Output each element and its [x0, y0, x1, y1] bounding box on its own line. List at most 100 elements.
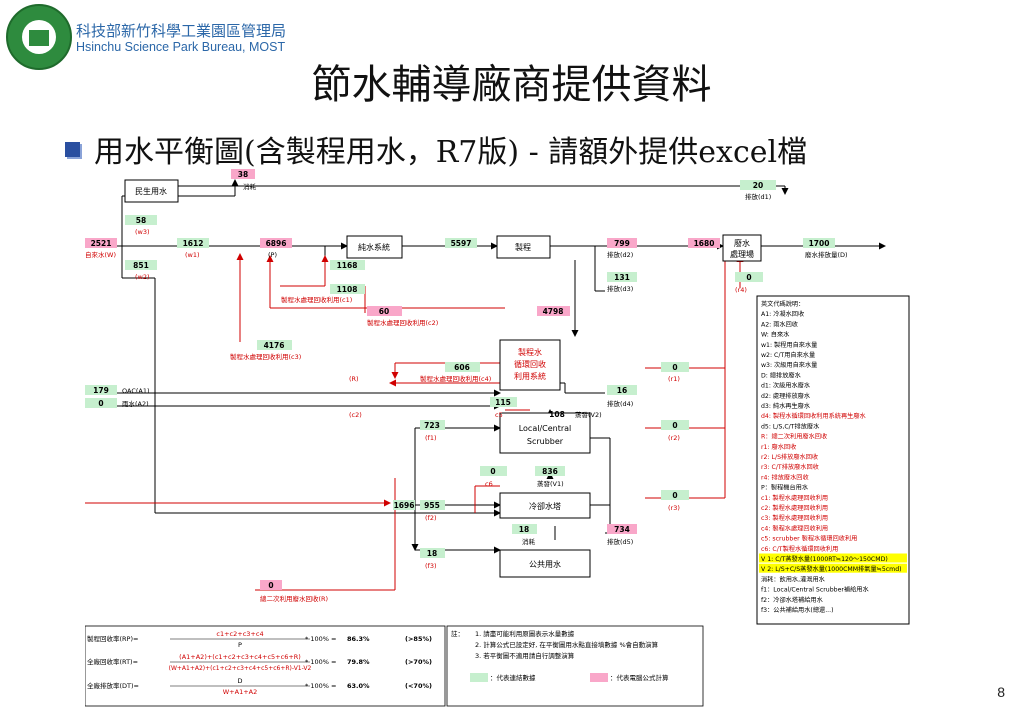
rt-value: 79.8%: [347, 658, 370, 666]
label-secondary: 總二次利用廢水回收(R): [260, 594, 328, 603]
legend-item: r3: C/T排放廢水回收: [761, 463, 819, 471]
label-c2: 製程水處理回收利用(c2): [367, 318, 438, 327]
value-131: 131: [614, 273, 630, 282]
pure-water-box: [346, 235, 403, 259]
recycle-label-1: 製程水: [518, 347, 542, 357]
legend-item: c3: 製程水處理回收利用: [761, 514, 828, 522]
value-2521: 2521: [91, 239, 112, 248]
legend-item: V 2: L/S+C/S蒸發水量(1000CMM排氣量≒5cmd): [761, 565, 902, 573]
legend-highlight: [759, 563, 907, 573]
label-c6: c6: [485, 480, 493, 488]
pure-water-label: 純水系統: [358, 242, 390, 252]
rt-denominator: (W+A1+A2)+(c1+c2+c3+c4+c5+c6+R)-V1-V2: [169, 665, 312, 672]
label-r3: (r3): [668, 504, 680, 512]
value-0-r3: 0: [672, 491, 677, 500]
label-r2: (r2): [668, 434, 680, 442]
dt-label: 全廠排放率(DT)=: [87, 681, 139, 690]
legend-item: f2：冷卻水塔補給用水: [761, 596, 824, 604]
label-r1: (r1): [668, 375, 680, 383]
rp-numerator: c1+c2+c3+c4: [216, 630, 263, 638]
note-1: 1. 請盡可能利用原圖表示水量數據: [475, 629, 575, 638]
legend-item: d2: 處理排放廢水: [761, 392, 811, 400]
value-0-r2: 0: [672, 421, 677, 430]
value-6896: 6896: [266, 239, 287, 248]
rp-value: 86.3%: [347, 635, 370, 643]
org-name-en: Hsinchu Science Park Bureau, MOST: [76, 40, 286, 54]
value-20: 20: [753, 181, 763, 190]
legend-item: w3: 次級用自來水量: [761, 361, 817, 369]
wastewater-plant-box: [722, 234, 762, 262]
formula-box: [85, 625, 446, 707]
legend-item: c2: 製程水處理回收利用: [761, 504, 828, 512]
domestic-water-box: [124, 179, 179, 203]
value-734: 734: [614, 525, 630, 534]
notes-box: [446, 625, 704, 707]
value-0-a2: 0: [98, 399, 103, 408]
label-c4: 製程水處理回收利用(c4): [420, 374, 491, 383]
value-851: 851: [133, 261, 149, 270]
legend-item: 消耗：飲用水,灌溉用水: [761, 575, 826, 583]
value-16: 16: [617, 386, 627, 395]
label-p: (P): [268, 251, 277, 259]
value-0-secondary: 0: [268, 581, 273, 590]
rt-numerator: (A1+A2)+(c1+c2+c3+c4+c5+c6+R): [179, 653, 301, 661]
dt-pct: * 100% =: [305, 682, 336, 690]
label-d4: 排放(d4): [607, 399, 633, 408]
legend-item: f1：Local/Central Scrubber補給用水: [761, 586, 869, 594]
value-1108: 1108: [337, 285, 358, 294]
dt-value: 63.0%: [347, 682, 370, 690]
wastewater-label-1: 廢水: [734, 238, 750, 248]
legend-item: d1: 次級用水廢水: [761, 382, 811, 390]
label-c1: 製程水處理回收利用(c1): [281, 295, 352, 304]
value-0-r4: 0: [746, 273, 751, 282]
label-d2: 排放(d2): [607, 250, 633, 259]
legend-item: c6: C/T製程水循環回收利用: [761, 545, 838, 553]
label-d1: 排放(d1): [745, 192, 771, 201]
rp-label: 製程回收率(RP)=: [87, 634, 138, 643]
label-d5: 排放(d5): [607, 537, 633, 546]
legend-item: f3：公共補給用水(總還...): [761, 606, 834, 614]
legend-item: c1: 製程水處理回收利用: [761, 494, 828, 502]
wastewater-label-2: 處理場: [730, 249, 754, 259]
value-1696: 1696: [394, 501, 415, 510]
bureau-logo: [6, 4, 72, 70]
value-4176: 4176: [264, 341, 285, 350]
legend-item: r1: 廢水回收: [761, 443, 796, 451]
value-4798: 4798: [543, 307, 564, 316]
label-oac: OAC(A1): [122, 387, 150, 395]
legend-item: r4: 排放廢水回收: [761, 473, 809, 481]
label-evap-public: 消耗: [522, 537, 536, 546]
scrubber-label-1: Local/Central: [519, 424, 572, 433]
legend-item: V 1: C/T蒸發水量(1000RT≒120～150CMD): [761, 555, 888, 563]
legend-item: d3: 純水再生廢水: [761, 402, 811, 410]
label-evap-v2: 蒸發(V2): [575, 410, 602, 419]
water-balance-diagram: 民生用水 純水系統 製程 廢水 處理場 製程水 循環回收 利用系統 Local/…: [85, 169, 910, 707]
legend-pink-swatch: [590, 673, 608, 682]
label-rain: 雨水(A2): [122, 399, 149, 408]
legend-item: R：總二次利用廢水回收: [761, 433, 827, 441]
value-836: 836: [542, 467, 558, 476]
org-name-zh: 科技部新竹科學工業園區管理局: [76, 22, 287, 40]
rt-pct: * 100% =: [305, 658, 336, 666]
legend-item: c5: scrubber 製程水循環回收利用: [761, 535, 857, 543]
label-f2: (f2): [425, 514, 437, 522]
value-1168: 1168: [337, 261, 358, 270]
process-box: [496, 235, 551, 259]
recycle-label-2: 循環回收: [514, 359, 546, 369]
rt-label: 全廠回收率(RT)=: [87, 657, 138, 666]
scrubber-label-2: Scrubber: [527, 437, 564, 446]
legend-item: r2: L/S排放廢水回收: [761, 453, 818, 461]
label-w2: (w2): [135, 273, 150, 281]
public-water-box: [499, 549, 591, 578]
value-1680: 1680: [694, 239, 715, 248]
label-f3: (f3): [425, 562, 437, 570]
legend-item: d5: L/S,C/T排放廢水: [761, 422, 820, 430]
label-c3: 製程水處理回收利用(c3): [230, 352, 301, 361]
dt-numerator: D: [237, 677, 242, 685]
bullet-icon: [65, 142, 80, 157]
value-5597: 5597: [451, 239, 472, 248]
label-d3: 排放(d3): [607, 284, 633, 293]
label-discharge-d: 廢水排放量(D): [805, 250, 848, 259]
legend-item: P：製程機台用水: [761, 484, 809, 492]
